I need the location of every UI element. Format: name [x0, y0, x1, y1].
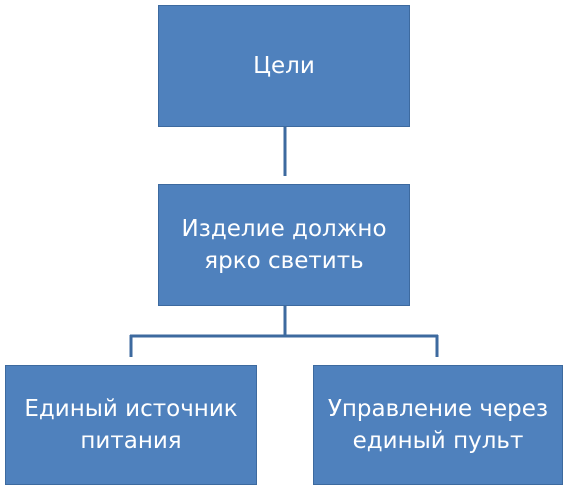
node-single-remote-control-label-line-2: единый пульт	[352, 428, 524, 454]
node-single-remote-control: Управление через единый пульт	[313, 365, 563, 485]
node-product-bright-label-line-2: ярко светить	[204, 248, 364, 274]
node-goals: Цели	[158, 5, 410, 127]
node-goals-label-line-1: Цели	[253, 53, 315, 79]
node-single-power-source-label-line-1: Единый источник	[24, 396, 238, 422]
node-product-bright-label-line-1: Изделие должно	[181, 216, 387, 242]
node-single-power-source-label-line-2: питания	[80, 428, 182, 454]
node-single-remote-control-label-line-1: Управление через	[327, 396, 549, 422]
node-product-bright: Изделие должно ярко светить	[158, 184, 410, 306]
node-single-power-source: Единый источник питания	[5, 365, 257, 485]
